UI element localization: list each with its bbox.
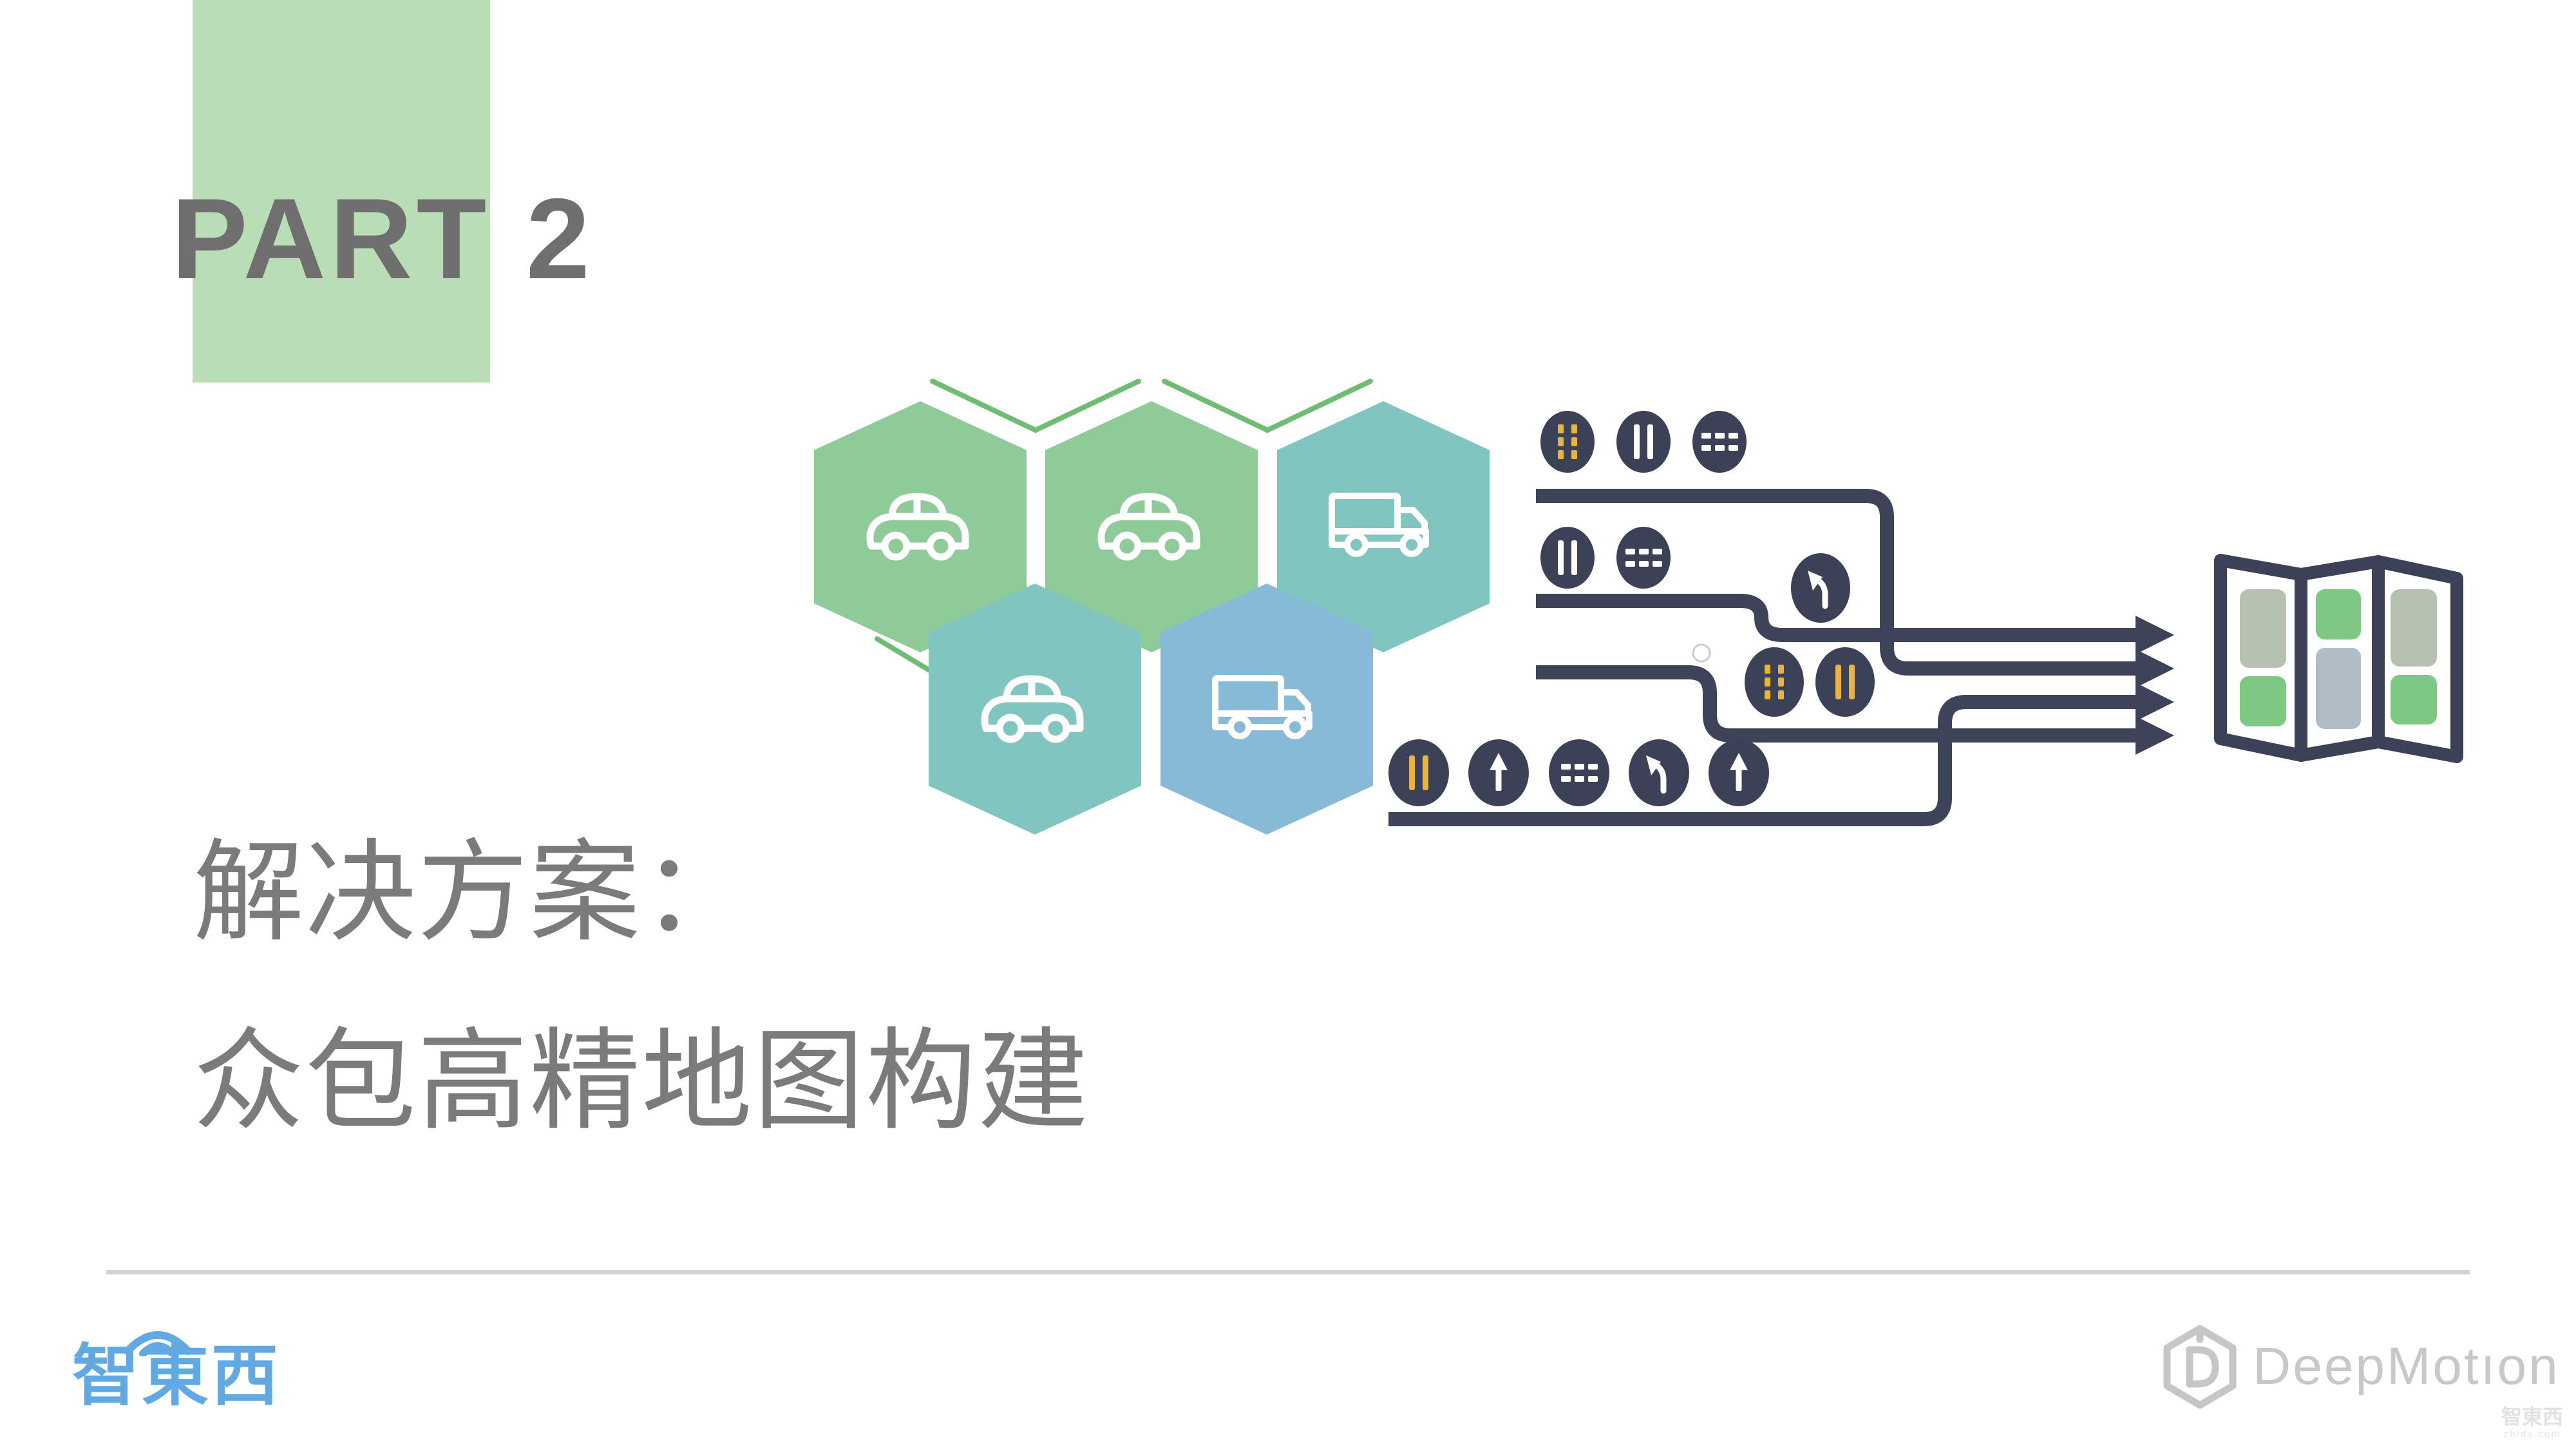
hexagon-truck-2 (1160, 583, 1373, 835)
chevron-left (930, 379, 1141, 433)
handle-artifact (1692, 643, 1711, 663)
deepmotion-logo-text: DeepMotıon (2253, 1337, 2560, 1396)
footer-divider (106, 1270, 2470, 1274)
road-badge (1549, 739, 1609, 806)
wifi-arcs-icon (124, 1331, 192, 1356)
road-badge (1616, 411, 1671, 473)
deepmotion-logo: DeepMotıon (2161, 1324, 2560, 1409)
road-badge (1616, 527, 1671, 589)
road-badge (1815, 647, 1875, 717)
hexagon-car-3 (929, 583, 1141, 835)
road-badge (1388, 739, 1449, 806)
road-badge (1540, 411, 1595, 473)
part-accent-block (193, 0, 490, 383)
flow-line-3 (1536, 665, 2139, 743)
road-marking-badges (1388, 411, 1875, 806)
arrowhead-1 (2136, 616, 2174, 654)
map-block (2316, 648, 2361, 729)
road-badge (1692, 411, 1747, 473)
flow-line-1 (1536, 489, 2139, 676)
map-block (2316, 589, 2361, 639)
watermark-url-text: zhidx.com (2503, 1428, 2562, 1440)
arrowhead-3 (2136, 683, 2174, 721)
hd-map-icon (2214, 554, 2463, 763)
hexagon-car-1 (814, 401, 1027, 652)
zhidx-logo: 智東西 (72, 1321, 281, 1413)
map-block (2391, 675, 2437, 724)
road-badge (1540, 527, 1595, 589)
chevron-right (1162, 379, 1373, 433)
road-badge (1791, 553, 1850, 623)
arrowhead-2 (2136, 649, 2174, 688)
part-label: PART 2 (171, 175, 594, 303)
arrowhead-4 (2136, 716, 2174, 755)
map-block (2240, 676, 2286, 726)
flow-lines (1388, 489, 2174, 826)
flow-line-2 (1536, 594, 2139, 642)
vehicle-hexagons (814, 401, 1490, 835)
road-badge (1629, 739, 1689, 806)
map-block (2391, 589, 2437, 667)
hexagon-car-2 (1045, 401, 1258, 652)
zhidx-watermark: 智東西 zhidx.com (2501, 1405, 2563, 1441)
headline-line2: 众包高精地图构建 (193, 1019, 1090, 1143)
road-badge (1745, 647, 1804, 717)
watermark-logo-text: 智東西 (2501, 1405, 2564, 1428)
deepmotion-cube-icon (2163, 1325, 2237, 1409)
map-block (2240, 589, 2286, 668)
flow-line-4 (1388, 695, 2139, 826)
hexagon-truck-1 (1277, 401, 1490, 652)
headline-line1: 解决方案： (193, 831, 753, 954)
